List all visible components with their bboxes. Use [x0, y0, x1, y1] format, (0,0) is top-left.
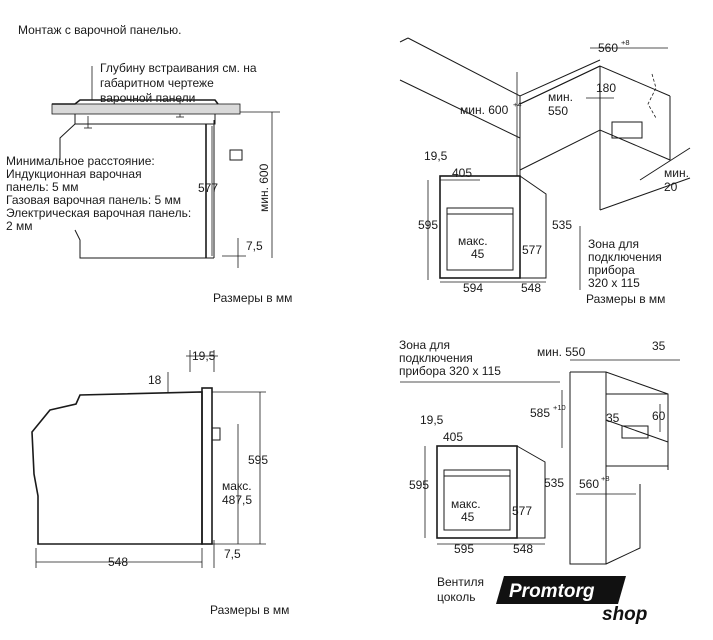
dim-560-sup: +8 [621, 38, 630, 47]
zone-br-line-2: подключения [399, 351, 473, 365]
dim-405: 405 [452, 166, 472, 180]
dim-595-br: 595 [409, 478, 429, 492]
dim-7-5: 7,5 [246, 239, 263, 253]
dim-min600-label: мин. 600 [460, 103, 509, 117]
dim-7-5-bl: 7,5 [224, 547, 241, 561]
dim-560-br: 560 [579, 477, 599, 491]
dim-577-tr: 577 [522, 243, 542, 257]
min-distance-line-6: 2 мм [6, 219, 33, 233]
dim-595: 595 [418, 218, 438, 232]
panel-tall-cabinet: Зона для подключения прибора 320 x 115 м… [399, 338, 680, 604]
zone-line-1: Зона для [588, 237, 639, 251]
dim-180: 180 [596, 81, 616, 95]
panel-hob-installation: Монтаж с варочной панелью. Глубину встра… [6, 23, 292, 305]
dim-60: 60 [652, 409, 666, 423]
dim-min20-b: 20 [664, 180, 678, 194]
oven-handle [229, 149, 243, 161]
min-distance-line-2: Индукционная варочная [6, 167, 142, 181]
zone-line-4: 320 x 115 [588, 276, 640, 290]
units-label-bottom-left: Размеры в мм [210, 603, 289, 617]
dim-19-5: 19,5 [424, 149, 448, 163]
dim-35-mid: 35 [606, 411, 620, 425]
min-distance-line-3: панель: 5 мм [6, 180, 79, 194]
dim-max45-a-br: макс. [451, 497, 481, 511]
dim-min600-sup: +4 [513, 100, 522, 109]
dim-595-bl: 595 [248, 453, 268, 467]
vent-line-1: Вентиля [437, 575, 484, 589]
oven-front-top-right [439, 175, 521, 279]
dim-560: 560 [598, 41, 618, 55]
dim-577-br: 577 [512, 504, 532, 518]
logo-brand: Promtorg [509, 581, 595, 602]
connection-zone-box-br [621, 425, 649, 439]
dim-max45-a: макс. [458, 234, 488, 248]
connection-zone-box [611, 121, 643, 139]
depth-note-line-2: габаритном чертеже [100, 76, 214, 90]
min-distance-line-1: Минимальное расстояние: [6, 154, 155, 168]
oven-door-window [446, 207, 514, 271]
dim-585-sup: +10 [553, 403, 566, 412]
promtorg-shop-logo: Promtorg shop [496, 576, 647, 625]
hob-mount-title: Монтаж с варочной панелью. [18, 23, 181, 37]
zone-line-2: подключения [588, 250, 662, 264]
dim-19-5-bl: 19,5 [192, 349, 216, 363]
dim-min550-a: мин. [548, 90, 573, 104]
vent-line-2: цоколь [437, 590, 475, 604]
units-label-top-right: Размеры в мм [586, 292, 665, 306]
dim-548-bl: 548 [108, 555, 128, 569]
hob-body [74, 114, 216, 125]
dim-max45-b-br: 45 [461, 510, 475, 524]
depth-note-line-1: Глубину встраивания см. на [100, 61, 257, 75]
dim-35-top: 35 [652, 339, 666, 353]
units-label-top-left: Размеры в мм [213, 291, 292, 305]
dim-595-width-br: 595 [454, 542, 474, 556]
dim-max45-b: 45 [471, 247, 485, 261]
min-distance-line-5: Электрическая варочная панель: [6, 206, 191, 220]
dim-535: 535 [552, 218, 572, 232]
dim-405-br: 405 [443, 430, 463, 444]
hob-outline [52, 99, 219, 105]
oven-door-side [201, 387, 213, 545]
logo-suffix: shop [602, 604, 647, 625]
dim-min600: мин. 600 [257, 163, 271, 212]
panel-cabinet-under-counter: 560 +8 мин. 600 +4 мин. 550 180 мин. 20 … [399, 37, 691, 306]
dim-585: 585 [530, 406, 550, 420]
depth-note-line-3: варочной панели [100, 91, 195, 105]
worktop [51, 103, 241, 115]
dim-max-b: 487,5 [222, 493, 252, 507]
dim-18: 18 [148, 373, 162, 387]
oven-side-silhouette [31, 391, 203, 545]
panel-oven-side-view: 19,5 18 595 макс. 487,5 548 7,5 Размеры … [31, 349, 289, 617]
tall-cabinet-outline [570, 371, 669, 470]
dim-560-sup-br: +8 [601, 474, 610, 483]
oven-front-bottom-right [436, 445, 518, 539]
dim-19-5-br: 19,5 [420, 413, 444, 427]
dim-577: 577 [198, 181, 218, 195]
oven-door-window-br [443, 469, 511, 531]
dim-min550-b: 550 [548, 104, 568, 118]
dim-max-a: макс. [222, 479, 252, 493]
dim-min550-br: мин. 550 [537, 345, 586, 359]
zone-br-line-3: прибора 320 x 115 [399, 364, 501, 378]
zone-line-3: прибора [588, 263, 635, 277]
handle-side [211, 427, 221, 441]
dim-535-br: 535 [544, 476, 564, 490]
dim-min20-a: мин. [664, 166, 689, 180]
min-distance-line-4: Газовая варочная панель: 5 мм [6, 193, 181, 207]
zone-br-line-1: Зона для [399, 338, 450, 352]
dim-594: 594 [463, 281, 483, 295]
counter-edge [407, 37, 601, 97]
dim-548-br: 548 [513, 542, 533, 556]
dim-548: 548 [521, 281, 541, 295]
